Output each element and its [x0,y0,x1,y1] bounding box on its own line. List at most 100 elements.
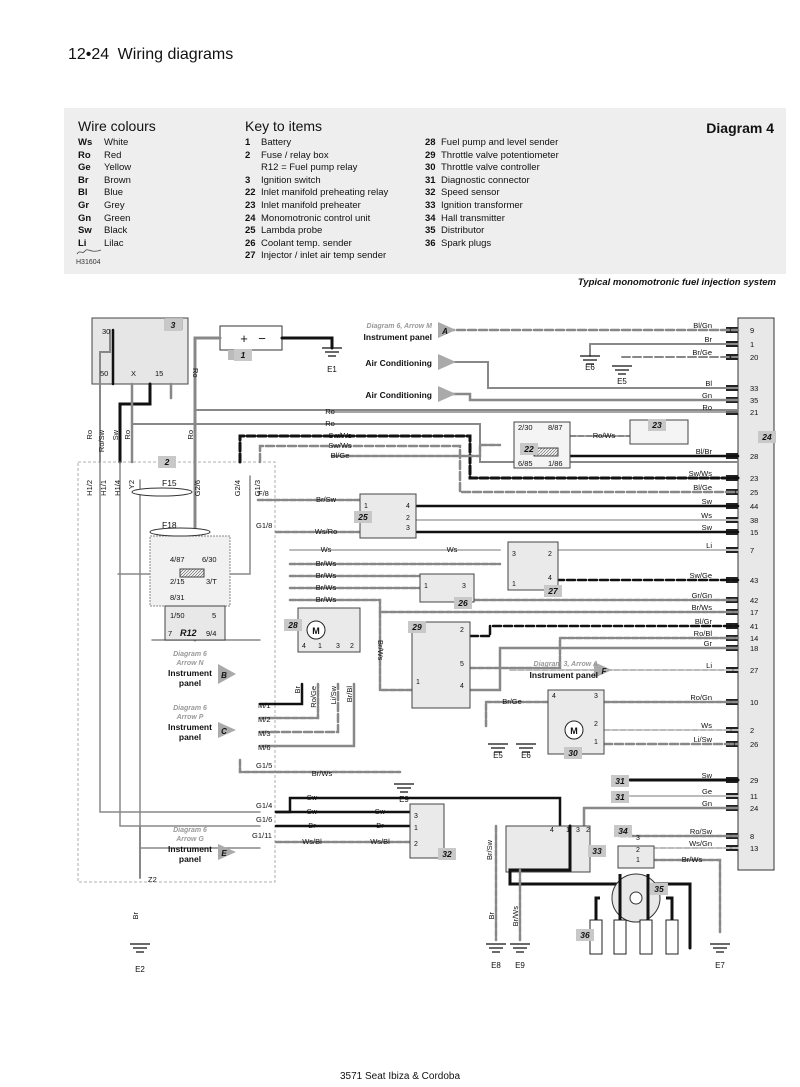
connector-label: G1/8 [256,521,272,530]
pin-number: 3 [462,583,466,590]
component-25-label: 25 [357,512,368,522]
component-32-label-tag [438,848,456,860]
pin-number: 1 [636,857,640,864]
ecu-pin-number: 20 [750,353,758,362]
key-item-text: Lambda probe [261,225,323,237]
component-26-label-tag [454,597,472,609]
wire-colour-label: Li [706,541,712,550]
relay-terminal: 3/T [206,577,217,586]
component-35-label: 35 [654,884,664,894]
component-24-label: 24 [761,432,772,442]
component-22-label: 22 [523,444,534,454]
pin-number: 1 [512,581,516,588]
pin-number: 1 [318,643,322,650]
pin-number: 3 [594,693,598,700]
wire-colour-label: Ro/Sw [690,827,713,836]
pin-number: 3 [336,643,340,650]
key-item-code: 29 [425,149,436,161]
ecu-pin-number: 13 [750,844,758,853]
relay-terminal: 2/30 [518,423,533,432]
component-27-label-tag [544,585,562,597]
connector-label: G1/4 [256,801,272,810]
ignition-terminal: 30 [102,327,110,336]
earth-e5-label: E5 [617,377,627,386]
key-item-text: R12 = Fuel pump relay [261,162,358,174]
key-item-text: Inlet manifold preheater [261,199,361,211]
wire-colour-label: Bl/Gn [693,321,712,330]
ecu-pin-number: 28 [750,452,758,461]
relay-terminal: 8/31 [170,593,185,602]
pin-number: 1 [364,503,368,510]
wire-colour-label: Ws [701,511,712,520]
key-item-code: 2 [245,149,251,161]
connector-label: G1/3 [253,480,262,496]
ignition-terminal: 15 [155,369,163,378]
ecu-pin-number: 38 [750,516,758,525]
key-item-code: 33 [425,199,436,211]
wire-colour-text: White [104,137,129,148]
connector-label: F/8 [258,489,269,498]
pin-number: 4 [460,683,464,690]
ref-small: Diagram 6 [173,651,207,658]
ref-letter: C [221,727,227,736]
diagram-subtitle: Typical monomotronic fuel injection syst… [577,277,776,288]
pin-number: 2 [460,627,464,634]
diagram-number: Diagram 4 [706,120,774,136]
wire-colour-label: Sw/Ws [328,441,352,450]
component-2-label: 2 [164,457,170,467]
connector-label: H1/2 [85,480,94,496]
ecu-pin-number: 26 [750,740,758,749]
wire-colour-label: Br/Ws [511,906,520,927]
ref-label: Instrument [168,722,212,732]
footer: 3571 Seat Ibiza & Cordoba [339,1071,461,1082]
earth-e8-label: E8 [491,961,501,970]
key-item-row: 25 Lambda probe [245,225,388,238]
pin-number: 2 [636,847,640,854]
wire-colour-label: Br/Ws [692,603,713,612]
component-24-label-tag [758,431,776,443]
ecu-pin-number: 11 [750,792,758,801]
pin-number: 5 [460,661,464,668]
ecu-pin-number: 33 [750,384,758,393]
wire-colour-text: Lilac [104,237,124,249]
wire-colour-label: Ro/Gn [690,693,712,702]
ref-label: Instrument [168,668,212,678]
wire-colour-label: Sw/Ws [689,469,713,478]
ecu-pin-number: 23 [750,474,758,483]
wire-colour-code: Li [78,237,87,249]
wire-colour-label: Ro [85,430,94,440]
key-item-text: Fuse / relay box [261,149,329,161]
ecu-pin-number: 10 [750,698,758,707]
relay-terminal: 1/50 [170,611,185,620]
earth-e1-label: E1 [327,365,337,374]
svg-text:M: M [312,626,320,636]
wire-colour-text: Green [104,212,131,224]
key-item-code: 25 [245,225,256,237]
component-23-label-tag [648,419,666,431]
wire-colour-label: Sw [702,497,713,506]
wire-colour-label: Ws/Gn [689,839,712,848]
pin-number: 3 [576,827,580,834]
ref-small: Arrow N [175,660,204,667]
ecu-pin-number: 42 [750,596,758,605]
component-25-label-tag [354,511,372,523]
wire-colour-label: Bl/Ge [331,451,350,460]
key-item-code: 23 [245,199,256,211]
key-title: Key to items [245,118,323,134]
pin-number: 2 [548,551,552,558]
component-36-label: 36 [580,930,590,940]
wire-colour-text: Red [104,149,122,161]
pin-number: 3 [414,813,418,820]
component-35-label-tag [650,883,668,895]
wire-colour-label: Br [376,821,384,830]
wire-colour-label: Br [308,821,316,830]
wire-colour-label: Ro [123,430,132,440]
key-item-row: 23 Inlet manifold preheater [245,200,388,213]
